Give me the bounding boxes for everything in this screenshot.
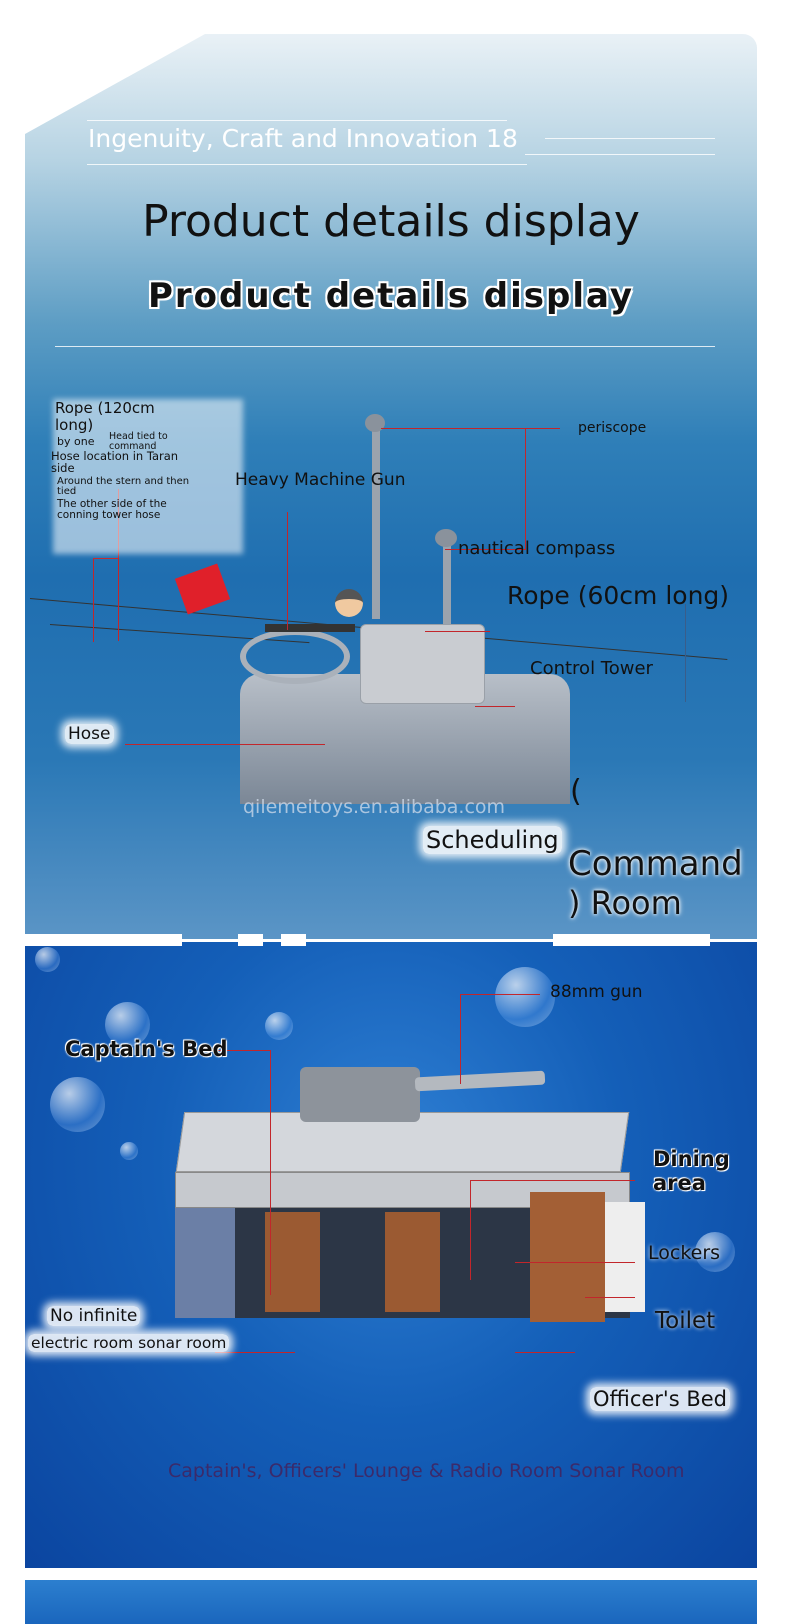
note-background	[53, 399, 243, 554]
88mm-gun-label: 88mm gun	[550, 982, 643, 1002]
bulkhead	[385, 1212, 440, 1312]
gun-ring	[240, 629, 350, 684]
separator-bar	[238, 1568, 263, 1580]
leader-line	[118, 489, 119, 641]
submarine-exterior-panel: Ingenuity, Craft and Innovation 18 Produ…	[25, 34, 757, 939]
toilet-room	[605, 1202, 645, 1312]
leader-line	[585, 1297, 635, 1298]
rope-note: Hose location in Taran side	[51, 449, 179, 475]
lockers-label: Lockers	[648, 1242, 721, 1264]
divider	[545, 138, 715, 139]
leader-line	[525, 428, 560, 429]
divider	[55, 346, 715, 347]
periscope-head	[365, 414, 385, 432]
leader-line	[515, 1262, 635, 1263]
tagline: Ingenuity, Craft and Innovation 18	[88, 124, 518, 153]
leader-line	[215, 1352, 295, 1353]
leader-line	[525, 428, 526, 550]
separator-bar	[25, 1568, 182, 1580]
heavy-machine-gun-label: Heavy Machine Gun	[235, 470, 406, 490]
scheduling-label: Scheduling	[423, 826, 562, 854]
leader-line	[93, 558, 118, 559]
rope-note: The other side of the conning tower hose	[57, 498, 167, 521]
compass-head	[435, 529, 457, 547]
88mm-gun-barrel	[414, 1070, 546, 1092]
leader-line	[287, 512, 288, 630]
leader-line	[685, 604, 686, 702]
leader-line	[210, 1050, 270, 1051]
separator-bar	[238, 934, 263, 946]
toilet-label: Toilet	[655, 1308, 716, 1334]
minifigure	[335, 589, 363, 617]
compass-mast	[443, 534, 451, 624]
watermark: qilemeitoys.en.alibaba.com	[243, 796, 506, 818]
rope-60cm-label: Rope (60cm long)	[507, 581, 730, 610]
88mm-gun-mount	[300, 1067, 420, 1122]
interior-caption: Captain's, Officers' Lounge & Radio Room…	[168, 1460, 685, 1482]
rope-note: Head tied to command	[109, 431, 168, 452]
nautical-compass-label: nautical compass	[458, 538, 616, 559]
corner-cut	[25, 34, 205, 134]
flag	[174, 563, 231, 615]
bubble	[50, 1077, 105, 1132]
captains-bed-label: Captain's Bed	[65, 1037, 228, 1061]
leader-line	[460, 994, 540, 995]
electric-room-label: electric room sonar room	[28, 1334, 230, 1352]
officers-bed-label: Officer's Bed	[590, 1387, 730, 1411]
leader-line	[515, 1352, 575, 1353]
paren-open: (	[570, 774, 582, 809]
command-label: Command	[568, 844, 743, 884]
leader-line	[445, 549, 525, 550]
hose-label: Hose	[65, 724, 114, 744]
separator-bar	[553, 1568, 710, 1580]
bubble	[105, 1002, 150, 1047]
leader-line	[470, 1180, 471, 1280]
leader-line	[125, 744, 325, 745]
leader-line	[93, 558, 94, 642]
rope-120cm-label: Rope (120cm long)	[55, 399, 155, 434]
periscope-label: periscope	[578, 420, 647, 436]
leader-line	[470, 1180, 635, 1181]
bulkhead	[530, 1192, 605, 1322]
rope-note: by one	[57, 435, 95, 448]
divider	[525, 154, 715, 155]
machine-gun	[265, 624, 355, 632]
divider	[87, 120, 507, 121]
leader-line	[270, 1050, 271, 1295]
separator-bar	[553, 934, 710, 946]
divider	[87, 164, 527, 165]
page-subtitle: Product details display	[147, 276, 635, 316]
control-tower-label: Control Tower	[530, 658, 653, 679]
rope-note: Around the stern and then tied	[57, 476, 190, 497]
bubble	[35, 947, 60, 972]
no-infinite-label: No infinite	[47, 1306, 141, 1326]
leader-line	[381, 428, 526, 429]
bubble	[120, 1142, 138, 1160]
bubble	[695, 1232, 735, 1272]
bulkhead	[265, 1212, 320, 1312]
leader-line	[425, 631, 490, 632]
radio-room-wall	[175, 1208, 235, 1318]
separator-bar	[281, 934, 306, 946]
leader-line	[475, 706, 515, 707]
separator-bar	[25, 934, 182, 946]
bubble	[495, 967, 555, 1027]
leader-line	[460, 994, 461, 1084]
room-label: ) Room	[568, 884, 682, 922]
bubble	[265, 1012, 293, 1040]
next-panel	[25, 1580, 757, 1624]
submarine-interior-panel: 88mm gun Captain's Bed Dining area Locke…	[25, 942, 757, 1568]
periscope-mast	[372, 419, 380, 619]
page-title: Product details display	[142, 196, 640, 247]
dining-area-label: Dining area	[653, 1147, 730, 1195]
control-tower	[360, 624, 485, 704]
separator-bar	[281, 1568, 306, 1580]
